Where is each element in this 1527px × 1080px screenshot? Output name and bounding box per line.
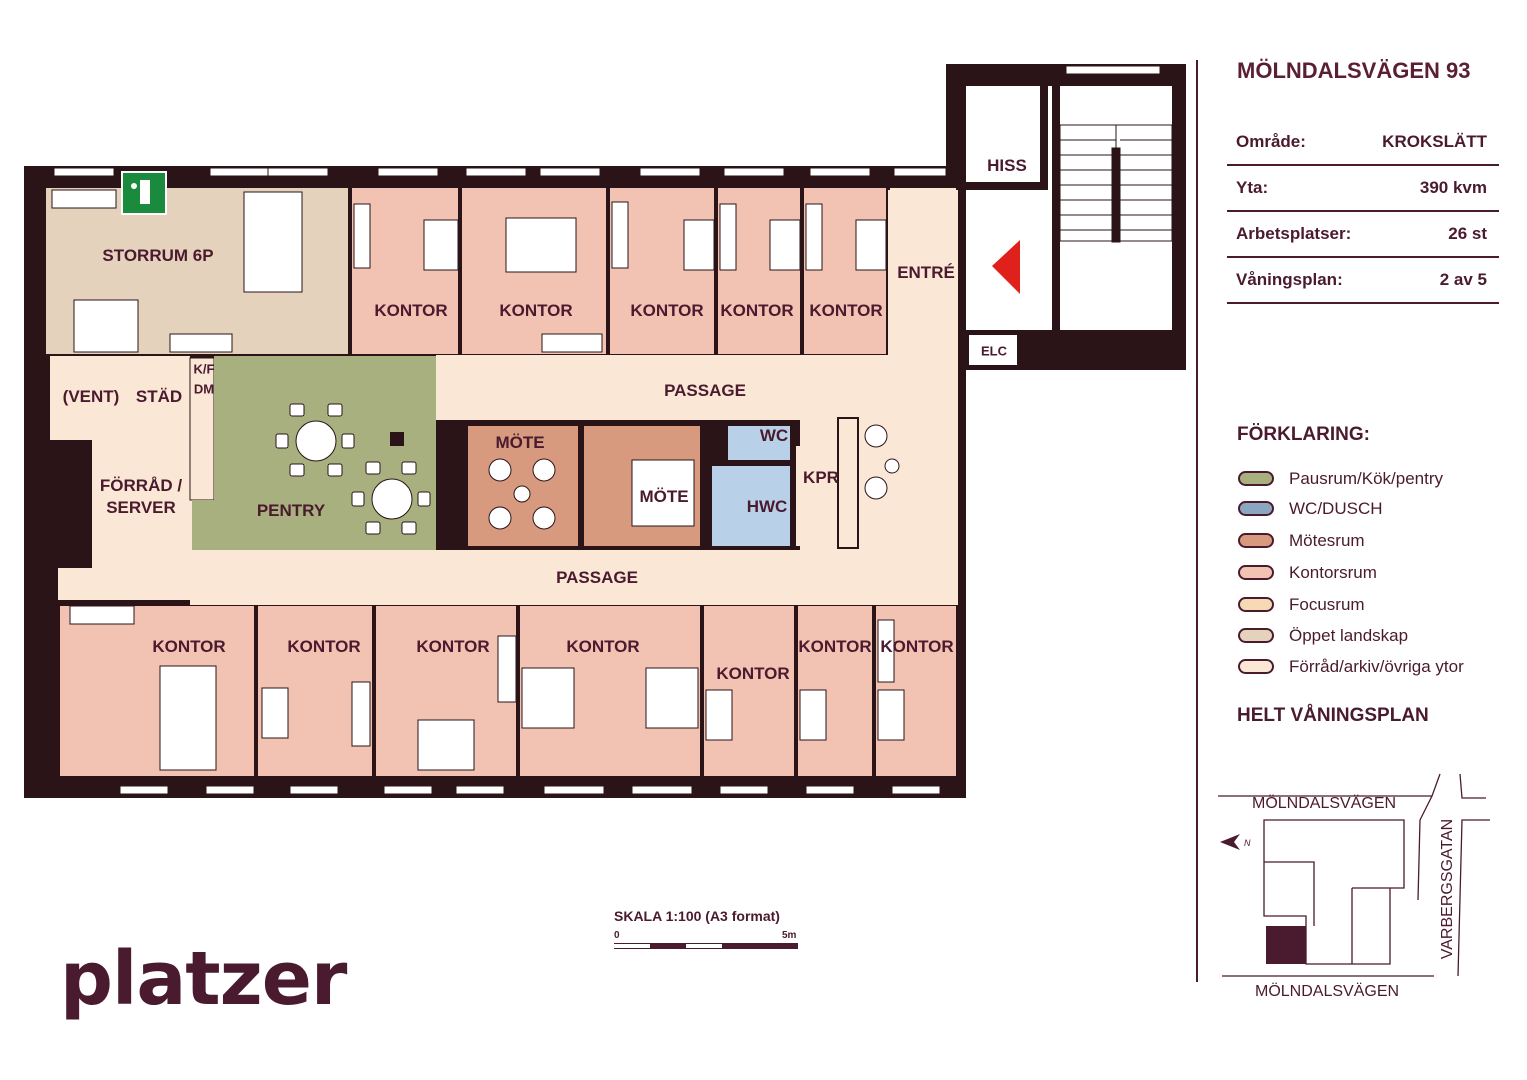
info-label: Våningsplan: (1236, 270, 1343, 289)
legend-swatch (1238, 659, 1274, 674)
info-label: Yta: (1236, 178, 1269, 197)
elc-room (967, 333, 1019, 367)
label-stad: STÄD (135, 387, 183, 406)
platzer-logo: platzer (60, 936, 347, 1022)
label-hiss: HISS (987, 156, 1027, 175)
info-label: Arbetsplatser: (1236, 224, 1352, 243)
scale-start: 0 (614, 930, 620, 941)
legend-swatch (1238, 501, 1274, 516)
stairs (1059, 124, 1173, 243)
windows (53, 65, 1161, 795)
label-dm: DM (193, 381, 215, 397)
overview-highlight (1266, 926, 1306, 964)
meeting-chairs (488, 424, 900, 530)
label-kontor-bottom-4: KONTOR (566, 637, 640, 656)
label-vent: (VENT) (62, 387, 120, 406)
legend-label: Mötesrum (1289, 531, 1365, 550)
label-kf: K/F (193, 361, 215, 377)
label-pentry: PENTRY (256, 501, 326, 520)
scale-end: 5m (782, 930, 797, 941)
label-storrum: STORRUM 6P (102, 246, 214, 265)
info-row-yta: Yta: 390 kvm (1227, 164, 1499, 212)
lower-left-wall (42, 600, 60, 776)
pentry-tables (275, 403, 431, 535)
info-value: 390 kvm (1419, 178, 1487, 197)
label-kpr: KPR (803, 468, 839, 487)
label-wc: WC (759, 426, 789, 445)
page-title: MÖLNDALSVÄGEN 93 (1237, 58, 1471, 83)
label-kontor-bottom-1: KONTOR (152, 637, 226, 656)
label-kontor-bottom-6: KONTOR (798, 637, 872, 656)
stair-hall (966, 86, 1172, 330)
overview-map (1218, 773, 1490, 977)
label-forrad: FÖRRÅD / (99, 476, 183, 495)
label-kontor-bottom-2: KONTOR (287, 637, 361, 656)
legend-swatch (1238, 597, 1274, 612)
legend-label: Öppet landskap (1289, 626, 1409, 645)
street-bottom: MÖLNDALSVÄGEN (1255, 983, 1400, 1000)
wc-room (728, 426, 790, 460)
north-label: N (1244, 838, 1251, 848)
info-row-arbetsplatser: Arbetsplatser: 26 st (1227, 210, 1499, 258)
scale-label: SKALA 1:100 (A3 format) (614, 908, 780, 924)
label-mote-1: MÖTE (495, 433, 545, 452)
column (390, 432, 404, 446)
info-row-omrade: Område: KROKSLÄTT (1227, 118, 1499, 166)
legend-swatch (1238, 565, 1274, 580)
label-kontor-top-2: KONTOR (499, 301, 573, 320)
legend-label: WC/DUSCH (1289, 499, 1383, 518)
label-kontor-top-5: KONTOR (809, 301, 883, 320)
wardrobe (837, 417, 859, 549)
legend-label: Förråd/arkiv/övriga ytor (1289, 657, 1464, 676)
vent-room (52, 358, 126, 422)
label-passage-bottom: PASSAGE (556, 568, 638, 587)
legend-title: FÖRKLARING: (1237, 424, 1370, 445)
info-value: 2 av 5 (1439, 270, 1487, 289)
overview-title: HELT VÅNINGSPLAN (1237, 705, 1429, 726)
hiss-wall-2 (966, 182, 1048, 190)
legend-swatch (1238, 533, 1274, 548)
passage-strip (190, 545, 958, 603)
legend-label: Kontorsrum (1289, 563, 1377, 582)
emergency-exit-icon (121, 171, 167, 215)
label-kontor-bottom-7: KONTOR (880, 637, 954, 656)
legend-swatch (1238, 471, 1274, 486)
label-mote-2: MÖTE (636, 487, 692, 507)
street-side: VARBERGSGATAN (1439, 818, 1457, 960)
kontor-bottom-1 (60, 606, 254, 776)
hwc-room (712, 466, 790, 546)
info-label: Område: (1236, 132, 1306, 151)
north-arrow-icon (1220, 834, 1240, 850)
kitchen-counter (189, 357, 215, 501)
info-value: KROKSLÄTT (1382, 132, 1487, 151)
label-kontor-top-3: KONTOR (630, 301, 704, 320)
label-kontor-top-1: KONTOR (374, 301, 448, 320)
label-server: SERVER (106, 498, 176, 517)
stair-inner-wall (1052, 86, 1060, 330)
legend-label: Focusrum (1289, 595, 1365, 614)
label-passage-top: PASSAGE (664, 381, 746, 400)
legend-label: Pausrum/Kök/pentry (1289, 469, 1444, 488)
street-top: MÖLNDALSVÄGEN (1252, 795, 1397, 812)
panel-divider (1196, 60, 1198, 982)
info-value: 26 st (1448, 224, 1487, 243)
forrad-notch (42, 440, 92, 568)
scale-bar (614, 943, 798, 949)
desks (51, 189, 905, 771)
kpr-room (796, 446, 836, 546)
label-kontor-bottom-3: KONTOR (416, 637, 490, 656)
label-hwc: HWC (746, 497, 788, 516)
hiss-wall (1040, 86, 1048, 190)
entrance-arrow (992, 240, 1020, 294)
legend-swatch (1238, 628, 1274, 643)
label-elc: ELC (981, 343, 1007, 359)
info-row-vaningsplan: Våningsplan: 2 av 5 (1227, 256, 1499, 304)
entre-area (890, 188, 956, 358)
label-entre: ENTRÉ (897, 263, 955, 282)
label-kontor-bottom-5: KONTOR (716, 664, 790, 683)
stad-room (130, 358, 186, 422)
label-kontor-top-4: KONTOR (720, 301, 794, 320)
